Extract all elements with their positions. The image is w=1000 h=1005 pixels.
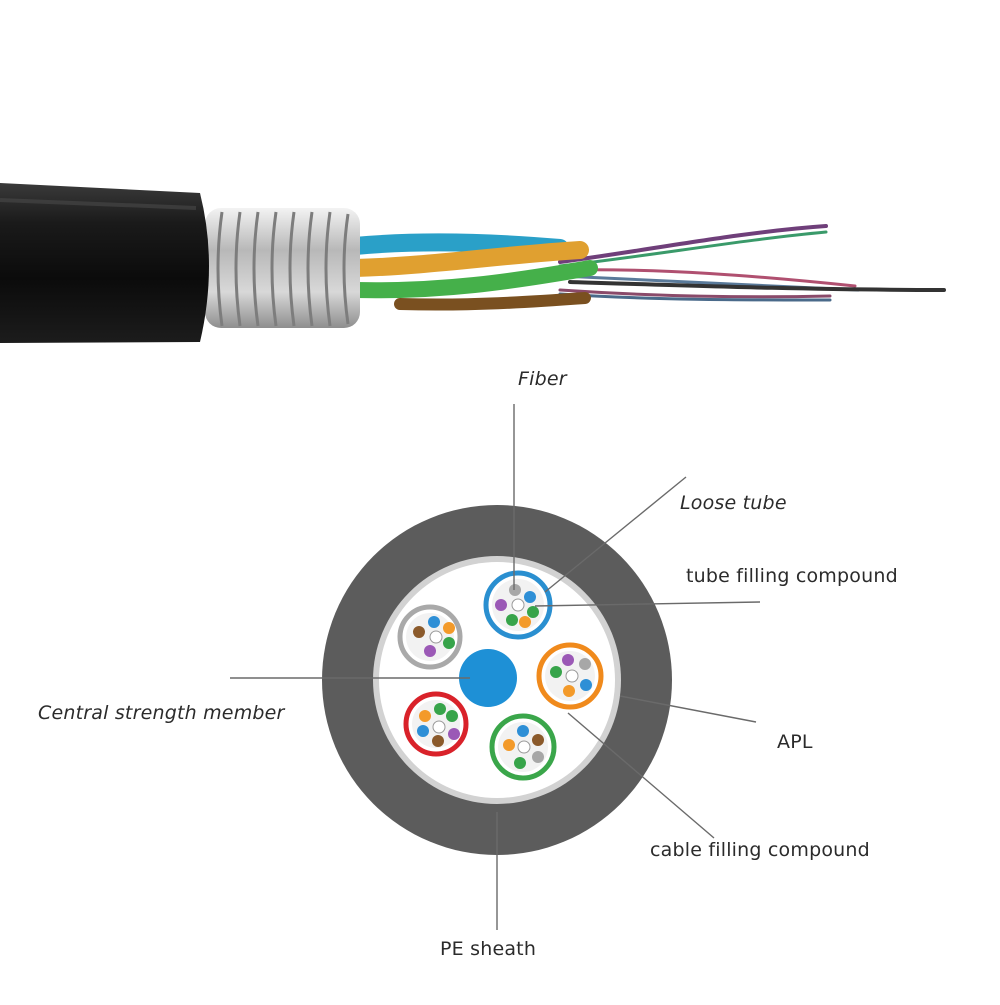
leader-lines <box>230 404 761 930</box>
leader-loose-tube <box>544 476 687 593</box>
label-loose-tube: Loose tube <box>680 492 787 514</box>
loose-tube-blue <box>483 570 553 640</box>
leader-cable-filling <box>567 712 715 839</box>
label-central-strength-member: Central strength member <box>38 702 285 724</box>
label-fiber: Fiber <box>518 368 567 390</box>
label-apl: APL <box>777 731 813 753</box>
cable-photo <box>0 183 946 343</box>
cross-section <box>322 505 672 855</box>
label-pe-sheath: PE sheath <box>440 938 537 960</box>
loose-tube-green <box>489 713 557 781</box>
central-strength-member <box>459 649 517 707</box>
loose-tube-gray <box>397 604 463 670</box>
label-cable-filling-compound: cable filling compound <box>650 839 870 861</box>
pe-jacket-photo <box>0 183 209 343</box>
steel-armour <box>205 208 360 328</box>
loose-tube-orange <box>536 642 604 710</box>
leader-tube-filling <box>534 601 761 607</box>
loose-tube-red <box>403 691 469 757</box>
leader-apl <box>619 695 757 723</box>
label-tube-filling-compound: tube filling compound <box>686 565 898 587</box>
loose-tubes-photo <box>346 233 598 311</box>
fiber-strands <box>558 224 946 302</box>
